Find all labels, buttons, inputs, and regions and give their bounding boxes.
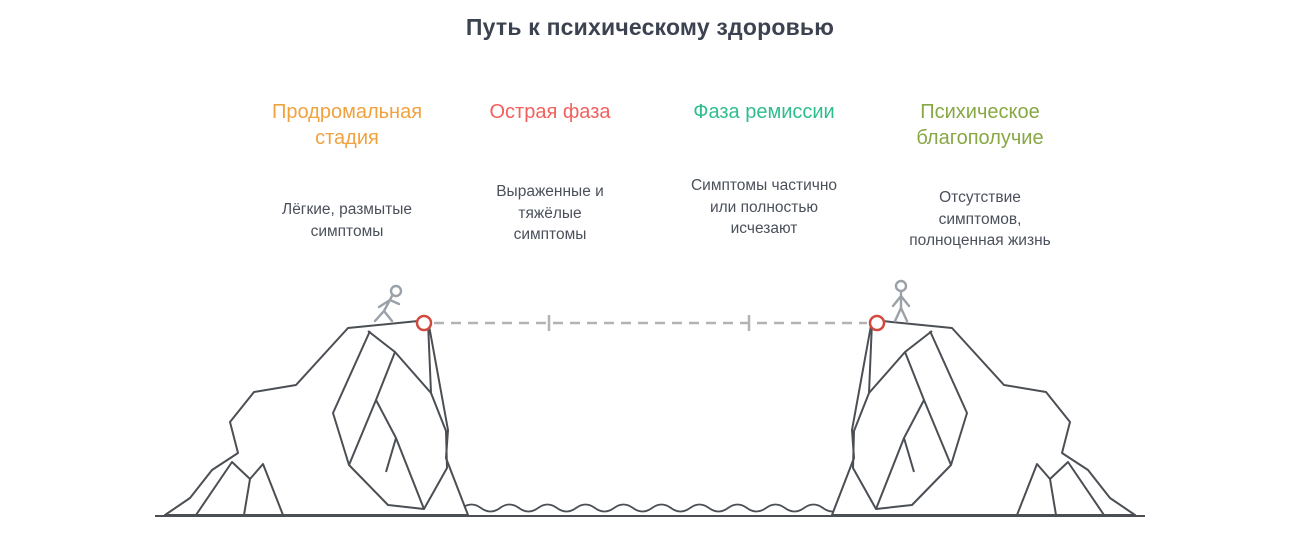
stick-figure-left-icon (373, 284, 403, 323)
stage-wellbeing-label: Психическое благополучие (916, 101, 1044, 149)
stage-acute-description: Выраженные и тяжёлые симптомы (496, 183, 604, 244)
stage-remission-description: Симптомы частично или полностью исчезают (690, 177, 837, 238)
stage-prodromal-description: Лёгкие, размытые симптомы (282, 201, 412, 240)
page-title: Путь к психическому здоровью (465, 14, 835, 40)
stage-remission: Фаза ремиссии Симптомы частично или полн… (664, 99, 864, 237)
stick-figure-right-icon (891, 279, 911, 323)
stage-wellbeing: Психическое благополучие Отсутствие симп… (880, 99, 1080, 249)
right-cliff-icon (831, 319, 1136, 516)
water-waves-icon (461, 503, 843, 513)
anchor-point-left-icon (415, 314, 433, 332)
stage-acute: Острая фаза Выраженные и тяжёлые симптом… (450, 99, 650, 243)
stage-prodromal-label: Продромальная стадия (271, 101, 423, 149)
stage-remission-label: Фаза ремиссии (693, 101, 835, 123)
stage-wellbeing-description: Отсутствие симптомов, полноценная жизнь (909, 189, 1051, 250)
stage-acute-label: Острая фаза (489, 101, 611, 123)
stage-prodromal: Продромальная стадия Лёгкие, размытые си… (247, 99, 447, 240)
left-cliff-icon (164, 319, 469, 516)
dashed-path (434, 315, 867, 331)
anchor-point-right-icon (868, 314, 886, 332)
